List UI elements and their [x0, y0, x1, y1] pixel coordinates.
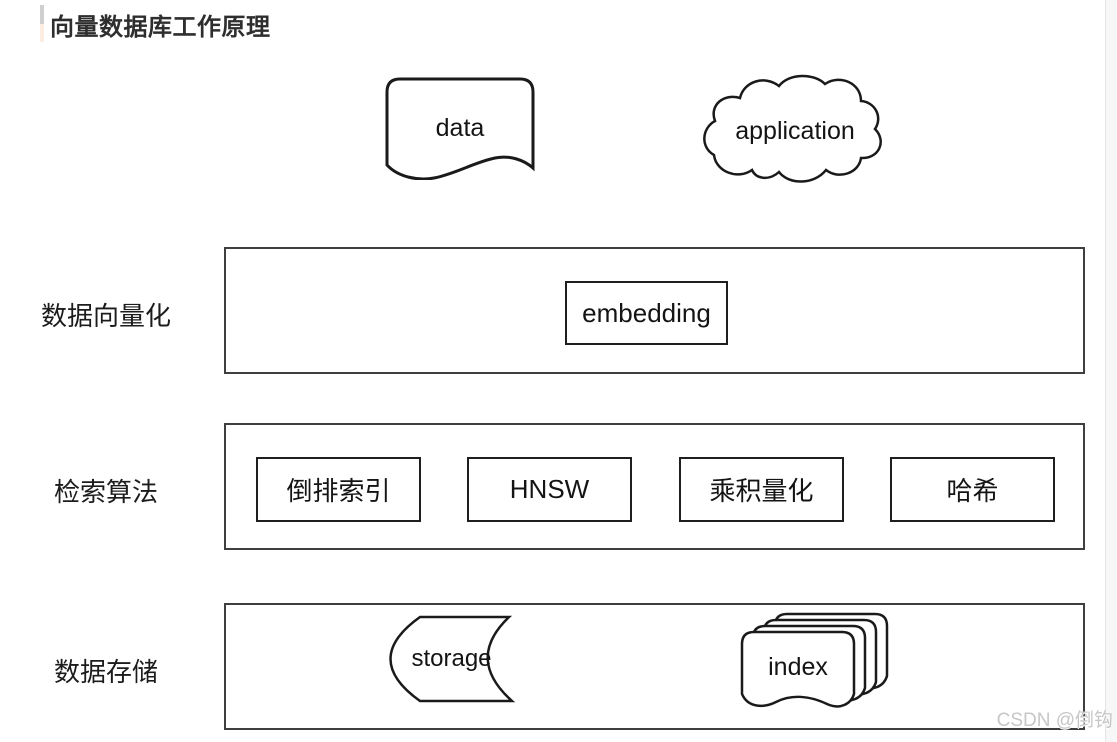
inverted-index-box: 倒排索引 [256, 457, 421, 522]
hnsw-label: HNSW [509, 474, 590, 504]
storage-shape-label: storage [411, 645, 492, 672]
product-quantization-box: 乘积量化 [679, 457, 844, 522]
multi-document-icon [740, 612, 889, 708]
page-title: 向量数据库工作原理 [50, 14, 271, 41]
embedding-box-label: embedding [582, 297, 711, 328]
hash-label: 哈希 [946, 476, 999, 506]
hnsw-box: HNSW [467, 457, 632, 522]
application-shape-label: application [735, 116, 855, 145]
stored-data-icon [389, 615, 516, 703]
title-accent-bar [40, 5, 44, 42]
page-right-edge [1105, 0, 1117, 742]
cloud-icon [703, 74, 882, 183]
row-label-storage: 数据存储 [53, 657, 158, 687]
row-label-vectorization: 数据向量化 [40, 301, 171, 331]
data-document-shape: data [383, 76, 537, 180]
storage-row-container [224, 603, 1085, 730]
inverted-index-label: 倒排索引 [286, 476, 391, 506]
embedding-box: embedding [565, 281, 728, 345]
hash-box: 哈希 [890, 457, 1055, 522]
document-icon [385, 77, 535, 180]
watermark: CSDN @倒钩 [996, 710, 1113, 731]
data-shape-label: data [435, 113, 485, 142]
row-label-retrieval: 检索算法 [53, 477, 158, 507]
application-cloud-shape: application [702, 70, 888, 192]
product-quantization-label: 乘积量化 [709, 476, 814, 506]
index-multidocument-shape [740, 612, 890, 714]
index-shape-label: index [768, 652, 828, 681]
storage-stored-data-shape: storage [385, 614, 518, 704]
